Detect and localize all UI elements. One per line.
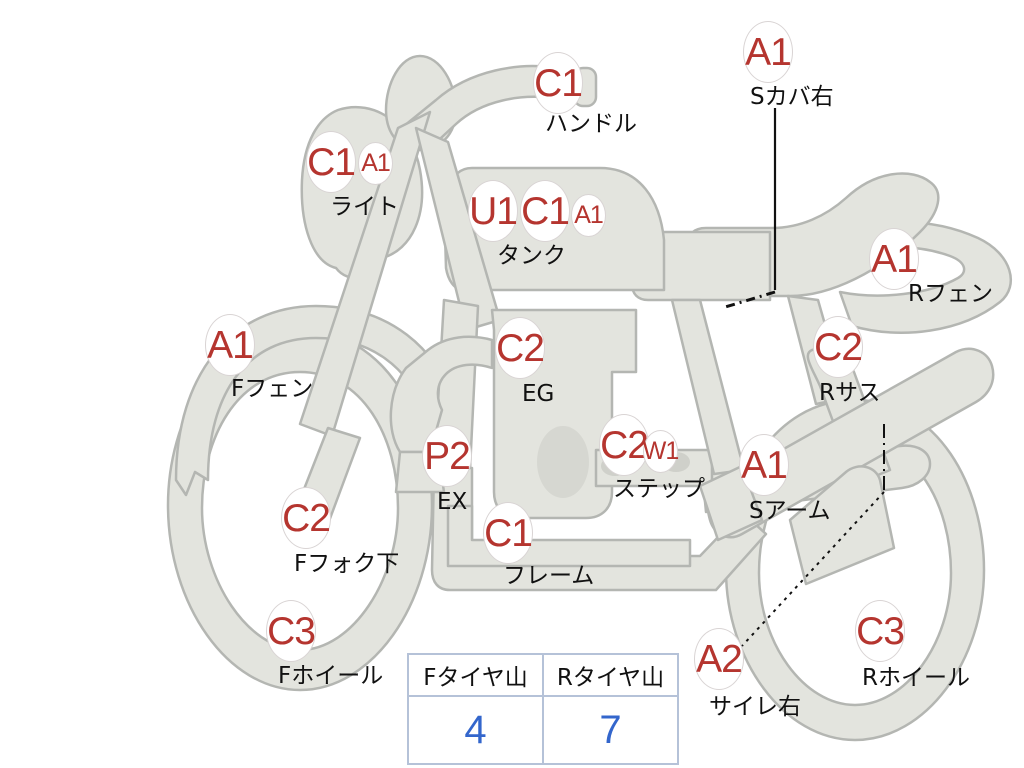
caption-f-fork-lower: Fフォク下 <box>294 551 400 577</box>
badge-handle[interactable]: C1 <box>533 52 583 114</box>
badge-frame[interactable]: C1 <box>483 502 533 564</box>
badge-f-fender[interactable]: A1 <box>205 314 255 376</box>
table-header-row: Fタイヤ山 Rタイヤ山 <box>407 653 679 697</box>
caption-tank: タンク <box>497 243 566 269</box>
badge-exhaust[interactable]: P2 <box>422 425 472 487</box>
badge-step[interactable]: C2 <box>599 414 649 476</box>
caption-r-fender: Rフェン <box>908 281 993 307</box>
caption-r-suspension: Rサス <box>819 380 881 406</box>
badge-r-suspension[interactable]: C2 <box>813 316 863 378</box>
leader-lines <box>721 108 885 647</box>
caption-f-fender: Fフェン <box>231 376 314 402</box>
badge-tank-u[interactable]: U1 <box>468 180 518 242</box>
badge-light-sub[interactable]: A1 <box>358 142 393 185</box>
badge-r-fender[interactable]: A1 <box>869 228 919 290</box>
caption-swing-arm: Sアーム <box>749 498 831 524</box>
table-header-rear-tire: Rタイヤ山 <box>542 653 679 697</box>
caption-step: ステップ <box>613 476 705 502</box>
badge-s-cover-right[interactable]: A1 <box>743 21 793 83</box>
leader-line-s-cover-diagonal <box>721 290 776 310</box>
tire-tread-table: Fタイヤ山 Rタイヤ山 4 7 <box>407 653 679 765</box>
table-value-front-tire[interactable]: 4 <box>407 695 544 765</box>
rear-hub-shape <box>788 465 896 586</box>
table-value-row: 4 7 <box>407 695 679 765</box>
caption-light: ライト <box>330 194 399 220</box>
caption-f-wheel: Fホイール <box>278 663 384 689</box>
badge-f-fork-lower[interactable]: C2 <box>281 487 331 549</box>
caption-r-wheel: Rホイール <box>862 665 970 691</box>
caption-silencer-right: サイレ右 <box>709 694 801 720</box>
caption-handle: ハンドル <box>545 111 637 137</box>
badge-step-sub[interactable]: W1 <box>643 430 679 473</box>
badge-swing-arm[interactable]: A1 <box>739 434 789 496</box>
badge-tank-c[interactable]: C1 <box>520 180 570 242</box>
table-header-front-tire: Fタイヤ山 <box>407 653 544 697</box>
caption-frame: フレーム <box>503 563 595 589</box>
badge-silencer-right[interactable]: A2 <box>694 628 744 690</box>
badge-f-wheel[interactable]: C3 <box>266 600 316 662</box>
caption-exhaust: EX <box>437 489 468 515</box>
exhaust-pipe-shape <box>389 335 494 454</box>
badge-tank-sub[interactable]: A1 <box>571 194 606 237</box>
leader-line-silencer-diagonal <box>741 491 885 647</box>
badge-light[interactable]: C1 <box>306 131 356 193</box>
caption-s-cover-right: Sカバ右 <box>750 84 834 110</box>
table-value-rear-tire[interactable]: 7 <box>542 695 679 765</box>
badge-r-wheel[interactable]: C3 <box>855 600 905 662</box>
badge-engine[interactable]: C2 <box>495 317 545 379</box>
caption-engine: EG <box>522 381 555 407</box>
